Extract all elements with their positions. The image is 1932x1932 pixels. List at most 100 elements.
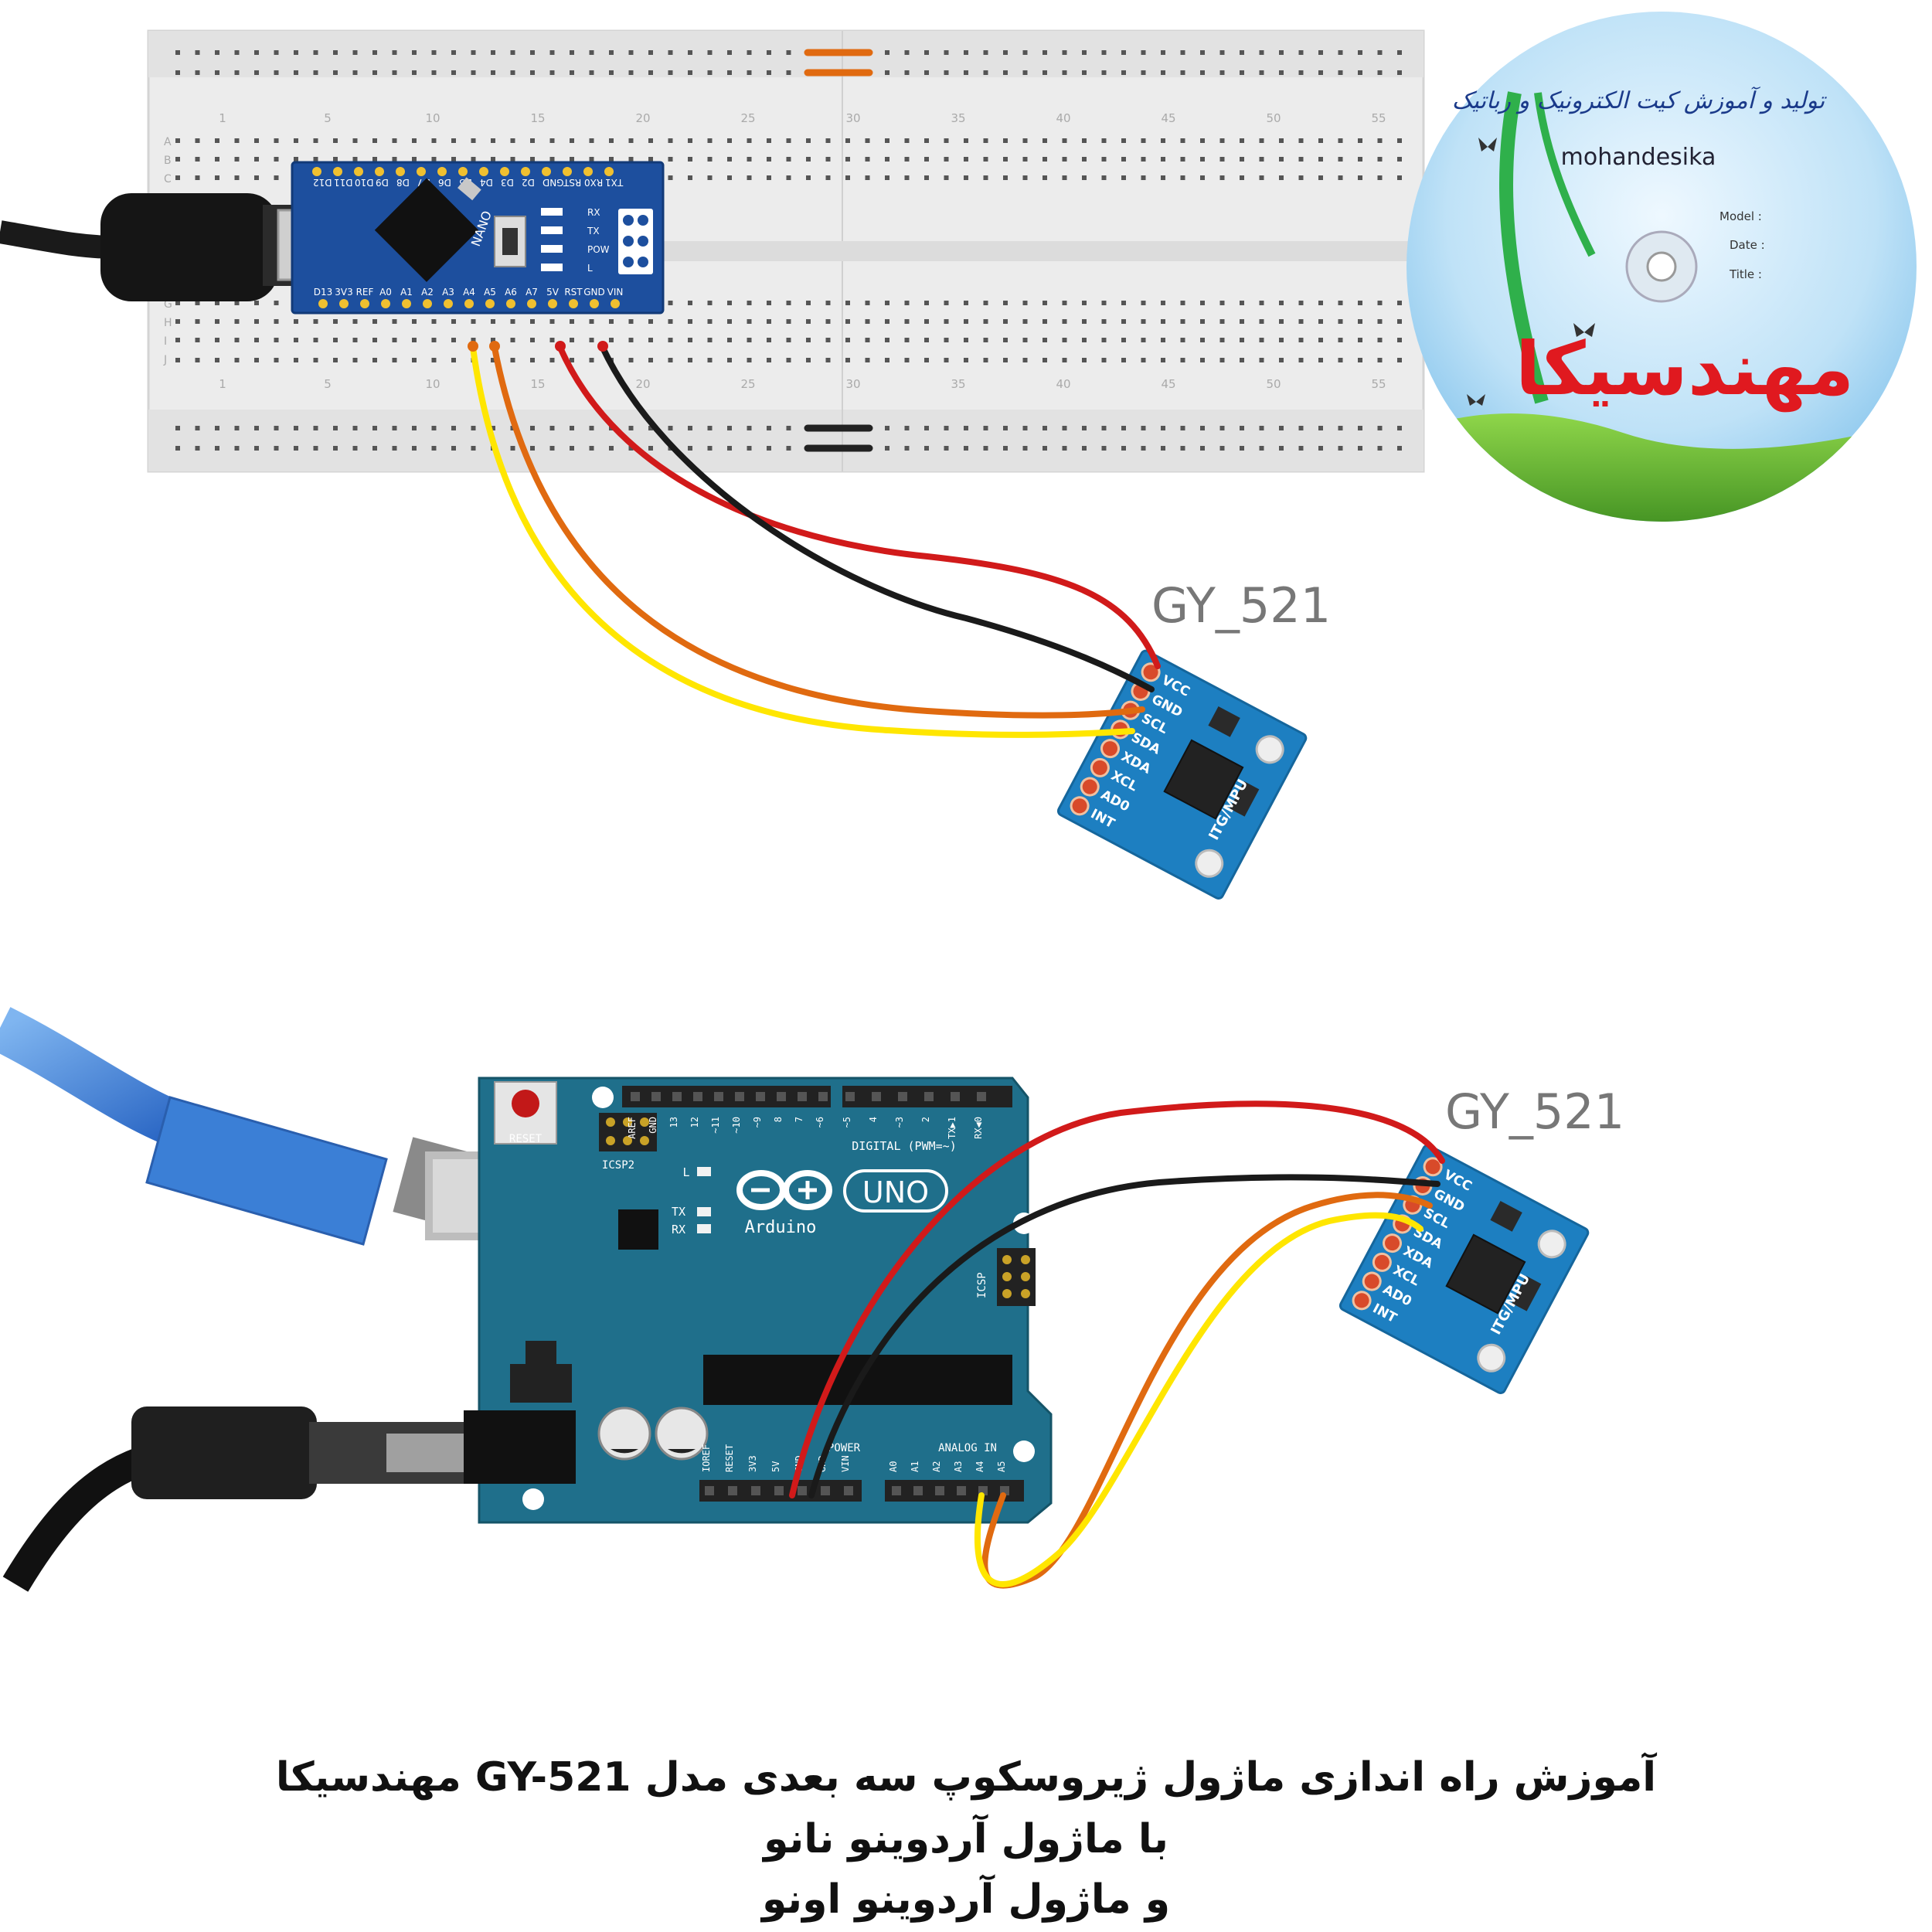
breadboard-hole [491, 426, 495, 430]
breadboard-hole [983, 301, 988, 305]
breadboard-hole [549, 50, 555, 55]
breadboard-hole [668, 175, 673, 180]
uno-pin-label: IOREF [701, 1444, 712, 1472]
breadboard-hole [333, 138, 338, 143]
breadboard-hole [234, 175, 240, 180]
breadboard-hole [1298, 175, 1304, 180]
breadboard-hole [1121, 138, 1126, 143]
uno-led-l-label: L [682, 1165, 689, 1179]
breadboard-hole [412, 446, 417, 451]
wire-vcc-top [557, 345, 1161, 669]
breadboard-hole [944, 50, 949, 55]
breadboard-hole [1022, 358, 1028, 362]
uno-pin [651, 1092, 661, 1101]
uno-pin [728, 1486, 737, 1495]
breadboard-hole [747, 319, 752, 324]
breadboard-hole [628, 157, 634, 162]
breadboard-hole [964, 175, 968, 180]
breadboard-hole [964, 446, 968, 451]
uno-logo: UNO [862, 1175, 929, 1209]
breadboard-hole [352, 319, 358, 324]
breadboard-hole [983, 358, 988, 362]
breadboard-hole [254, 138, 259, 143]
breadboard-hole [234, 50, 240, 55]
breadboard-hole [530, 157, 535, 162]
nano-pin-label: D6 [438, 177, 451, 188]
breadboard-hole [1377, 50, 1383, 55]
nano-pin [354, 167, 363, 176]
nano-led-label: POW [587, 244, 610, 255]
breadboard-hole [1318, 50, 1323, 55]
breadboard-hole [1121, 446, 1126, 451]
breadboard-hole [1358, 50, 1362, 55]
breadboard-hole [1121, 70, 1126, 75]
breadboard-hole [195, 175, 200, 180]
breadboard-hole [1082, 426, 1087, 430]
breadboard-hole [1043, 338, 1047, 342]
breadboard-hole [1101, 319, 1107, 324]
breadboard-hole [688, 319, 692, 324]
breadboard-hole [1377, 175, 1383, 180]
breadboard-hole [1318, 157, 1323, 162]
breadboard-hole [1003, 175, 1008, 180]
breadboard-hole [570, 50, 574, 55]
breadboard-hole [333, 338, 338, 342]
nano-pin-label: D12 [313, 177, 332, 188]
breadboard-hole [1397, 138, 1402, 143]
breadboard-hole [254, 426, 259, 430]
breadboard-hole [491, 138, 495, 143]
breadboard-hole [195, 157, 200, 162]
breadboard-hole [904, 70, 910, 75]
breadboard-hole [1358, 426, 1362, 430]
breadboard-hole [1298, 138, 1304, 143]
uno-analog-label: ANALOG IN [938, 1442, 997, 1454]
breadboard-hole [333, 358, 338, 362]
breadboard-hole [707, 301, 713, 305]
breadboard-hole [786, 319, 791, 324]
breadboard-hole [412, 358, 417, 362]
uno-pin [892, 1486, 901, 1495]
breadboard-hole [865, 319, 870, 324]
wire-vcc-bottom [789, 1100, 1445, 1498]
nano-mcu-chip [374, 178, 479, 282]
breadboard-hole [668, 157, 673, 162]
breadboard-hole [1200, 338, 1205, 342]
breadboard-hole [1298, 446, 1304, 451]
breadboard-hole [1279, 338, 1284, 342]
breadboard-hole [1082, 138, 1087, 143]
breadboard-hole [570, 426, 574, 430]
breadboard-hole [215, 426, 219, 430]
wire-gnd-bottom [808, 1174, 1440, 1498]
breadboard-hole [964, 358, 968, 362]
breadboard-hole [1219, 50, 1225, 55]
breadboard-hole [294, 157, 298, 162]
breadboard-hole [1338, 358, 1343, 362]
breadboard-hole [1200, 157, 1205, 162]
breadboard-hole [1318, 138, 1323, 143]
nano-pin-label: A2 [421, 287, 434, 298]
uno-pin-label: TX▶1 [947, 1117, 957, 1139]
nano-pin [611, 299, 620, 308]
breadboard-hole [1101, 358, 1107, 362]
breadboard-hole [1358, 319, 1362, 324]
breadboard-hole [767, 426, 771, 430]
breadboard-hole [294, 50, 298, 55]
uno-pin [957, 1486, 966, 1495]
breadboard-hole [1043, 50, 1047, 55]
breadboard-hole [234, 446, 240, 451]
breadboard-hole [747, 301, 752, 305]
breadboard-hole [510, 338, 515, 342]
cd-logo-text: مهندسیکا [1515, 327, 1854, 412]
breadboard-hole [392, 358, 397, 362]
breadboard-hole [1240, 446, 1244, 451]
nano-pin [563, 167, 572, 176]
breadboard-hole [333, 50, 338, 55]
breadboard-hole [1397, 319, 1402, 324]
module-pin [1070, 796, 1090, 816]
breadboard-hole [668, 358, 673, 362]
breadboard-hole [767, 175, 771, 180]
breadboard-hole [904, 157, 910, 162]
breadboard-hole [274, 301, 279, 305]
breadboard-hole [609, 446, 614, 451]
